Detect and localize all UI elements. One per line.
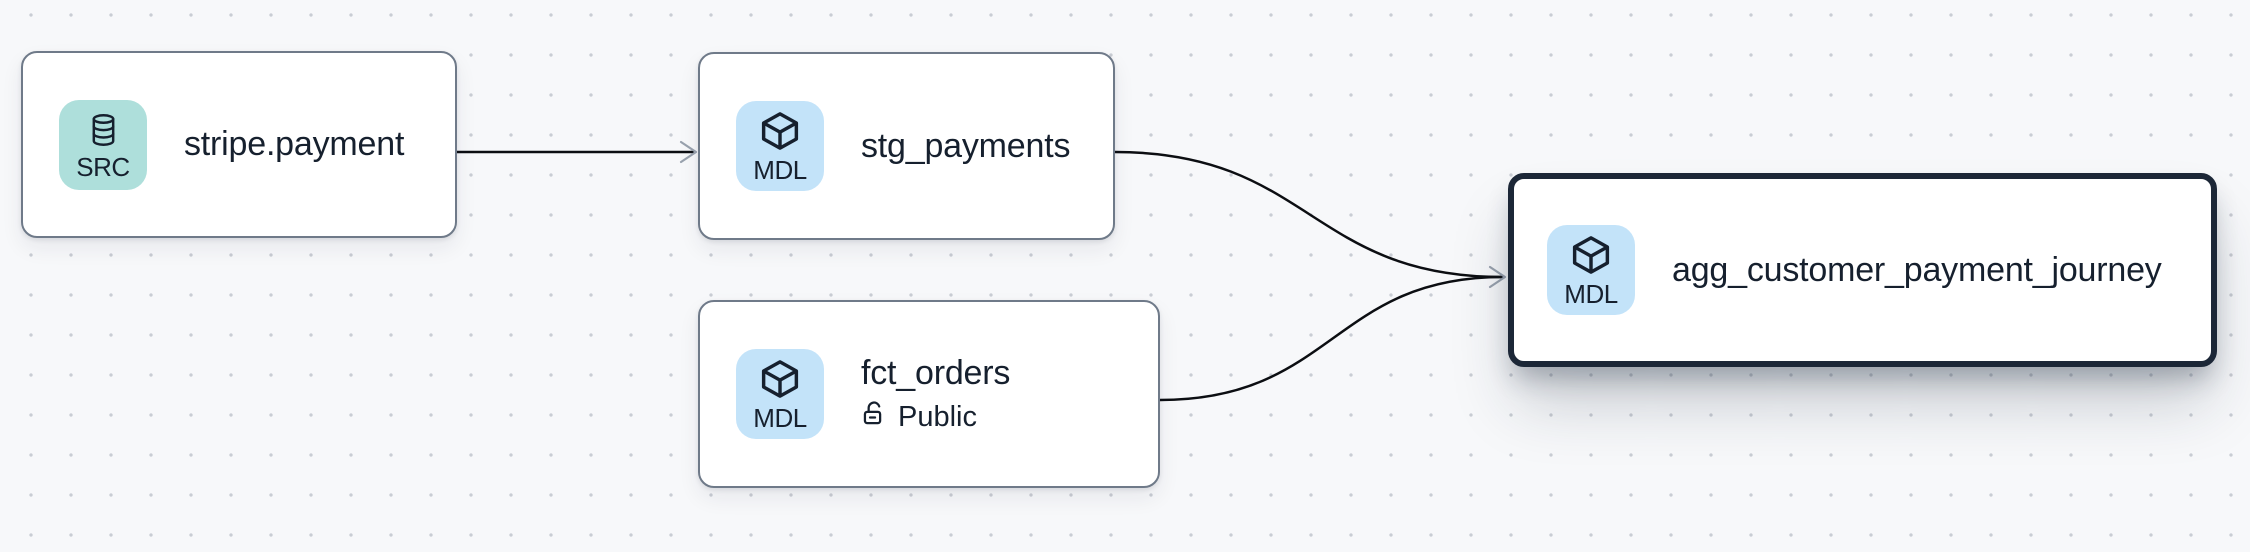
cube-icon	[1569, 235, 1613, 280]
badge-label: MDL	[753, 403, 807, 433]
model-badge: MDL	[736, 349, 824, 439]
badge-label: SRC	[76, 151, 130, 182]
edge-fct-orders-to-agg-customer-payment-journey[interactable]	[1159, 275, 1504, 402]
model-badge: MDL	[736, 101, 824, 191]
node-title: agg_customer_payment_journey	[1672, 250, 2162, 289]
badge-label: MDL	[1564, 279, 1618, 309]
node-title: stg_payments	[861, 126, 1071, 165]
edge-arrowhead	[1488, 265, 1507, 289]
node-agg-customer-payment-journey[interactable]: MDL agg_customer_payment_journey	[1508, 173, 2217, 367]
node-stripe-payment[interactable]: SRC stripe.payment	[21, 51, 457, 238]
cube-icon	[758, 111, 802, 156]
node-stg-payments[interactable]: MDL stg_payments	[698, 52, 1115, 240]
database-icon	[88, 112, 119, 153]
access-row: Public	[861, 400, 1010, 435]
access-label: Public	[898, 400, 977, 433]
node-fct-orders[interactable]: MDL fct_orders Public	[698, 300, 1160, 488]
node-title: stripe.payment	[184, 125, 405, 163]
node-title: fct_orders	[861, 353, 1011, 392]
edge-arrowhead	[679, 140, 698, 164]
lock-open-icon	[861, 400, 888, 435]
model-badge: MDL	[1547, 225, 1635, 315]
source-badge: SRC	[59, 99, 147, 190]
edge-stg-payments-to-agg-customer-payment-journey[interactable]	[1114, 150, 1504, 279]
badge-label: MDL	[753, 155, 807, 185]
cube-icon	[758, 359, 802, 404]
